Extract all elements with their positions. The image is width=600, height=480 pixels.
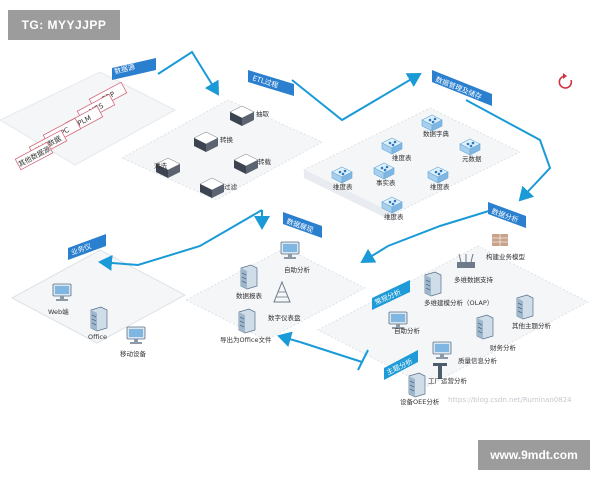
- svg-text:设备OEE分析: 设备OEE分析: [400, 397, 440, 406]
- svg-text:自助分析: 自助分析: [394, 326, 421, 335]
- svg-text:移动设备: 移动设备: [120, 349, 147, 358]
- panel-mgmt: [302, 107, 522, 222]
- panel-business: [10, 249, 187, 344]
- table-dimension: 维度表: [381, 137, 412, 162]
- business-items: Web端 Office 移动设备: [48, 283, 147, 358]
- analysis-oee: 设备OEE分析: [400, 372, 440, 406]
- etl-step-transform: 转换: [193, 131, 234, 153]
- svg-text:清洗: 清洗: [154, 161, 168, 170]
- svg-text:数字仪表盘: 数字仪表盘: [268, 313, 301, 322]
- business-office: Office: [88, 306, 108, 341]
- svg-text:维度表: 维度表: [392, 153, 412, 162]
- refresh-icon: [558, 73, 573, 89]
- etl-step-clean: 清洗: [154, 157, 181, 179]
- svg-text:维度表: 维度表: [384, 212, 404, 221]
- etl-step-filter: 过滤: [199, 177, 238, 199]
- svg-text:构建业务模型: 构建业务模型: [486, 252, 526, 261]
- analysis-process: 工厂运营分析: [428, 363, 468, 385]
- svg-text:数据字典: 数据字典: [423, 129, 450, 138]
- table-dimension: 维度表: [331, 166, 353, 191]
- svg-text:维度表: 维度表: [430, 182, 450, 191]
- source-list: ERP MES PLM OPC 外部数据 其他数据源: [14, 81, 128, 171]
- svg-text:数据报表: 数据报表: [236, 291, 263, 300]
- tag-etl: ETL过程: [248, 70, 294, 96]
- display-self-service: 自助分析: [280, 241, 311, 274]
- svg-text:质量信息分析: 质量信息分析: [458, 356, 498, 365]
- svg-text:过滤: 过滤: [224, 182, 238, 191]
- svg-text:转载: 转载: [258, 157, 272, 166]
- watermark-top-left: TG: MYYJJPP: [8, 10, 120, 40]
- table-metadata: 元数据: [459, 138, 482, 163]
- watermark-bottom-right: www.9mdt.com: [478, 440, 590, 470]
- etl-step-load: 转载: [233, 153, 272, 175]
- display-dashboard: 数字仪表盘: [268, 280, 301, 322]
- svg-text:元数据: 元数据: [462, 154, 482, 163]
- business-mobile: 移动设备: [120, 326, 147, 358]
- tag-analysis: 数据分析: [488, 202, 526, 228]
- svg-text:自助分析: 自助分析: [284, 265, 311, 274]
- business-web: Web端: [48, 283, 72, 316]
- analysis-build-model: 构建业务模型: [486, 234, 526, 261]
- flow-arrows: [98, 50, 552, 371]
- svg-text:多维建模分析（OLAP）: 多维建模分析（OLAP）: [424, 298, 493, 307]
- analysis-self-service: 自助分析: [388, 311, 421, 335]
- analysis-other-topic: 其他主题分析: [512, 294, 552, 330]
- svg-text:事实表: 事实表: [376, 178, 396, 187]
- svg-text:财务分析: 财务分析: [490, 343, 517, 352]
- svg-text:Web端: Web端: [48, 307, 69, 316]
- tag-source: 数据源: [112, 58, 156, 80]
- mgmt-tables: 数据字典 维度表 元数据 维度表 事实表 维度表 维度表: [331, 114, 482, 221]
- data-flow-diagram: 数据源 ETL过程 数据管理及储存 数据分析 数据展现 业务仪 常规分析 主题分…: [0, 50, 590, 406]
- analysis-multi-dim-support: 多维数据支持: [454, 253, 494, 284]
- display-report: 数据报表: [236, 264, 263, 300]
- table-data-dictionary: 数据字典: [421, 114, 450, 138]
- url-watermark: https://blog.csdn.net/Ruminan0824: [448, 396, 572, 404]
- svg-text:多维数据支持: 多维数据支持: [454, 275, 494, 284]
- analysis-finance: 财务分析: [476, 314, 517, 352]
- etl-step-extract: 抽取: [229, 105, 270, 127]
- analysis-items: 构建业务模型 多维数据支持 多维建模分析（OLAP） 自助分析 其他主题分析 财…: [388, 234, 552, 406]
- table-dimension: 维度表: [427, 166, 450, 191]
- panel-display: [184, 247, 367, 341]
- svg-text:抽取: 抽取: [256, 109, 270, 118]
- analysis-quality: 质量信息分析: [432, 341, 498, 365]
- svg-text:Office: Office: [88, 333, 107, 341]
- etl-steps: 抽取 转换 清洗 转载 过滤: [154, 105, 272, 199]
- table-dimension: 维度表: [381, 196, 404, 221]
- table-fact: 事实表: [373, 162, 396, 187]
- tag-mgmt: 数据管理及储存: [432, 70, 492, 106]
- svg-text:转换: 转换: [220, 135, 234, 144]
- svg-text:工厂运营分析: 工厂运营分析: [428, 376, 468, 385]
- svg-text:其他主题分析: 其他主题分析: [512, 321, 552, 330]
- display-items: 自助分析 数据报表 数字仪表盘 导出为Office文件: [220, 241, 311, 344]
- panel-analysis: [316, 245, 590, 387]
- display-office-export: 导出为Office文件: [220, 308, 272, 344]
- tag-display: 数据展现: [283, 212, 322, 238]
- svg-text:导出为Office文件: 导出为Office文件: [220, 335, 272, 344]
- analysis-olap: 多维建模分析（OLAP）: [424, 271, 493, 307]
- svg-text:维度表: 维度表: [333, 182, 353, 191]
